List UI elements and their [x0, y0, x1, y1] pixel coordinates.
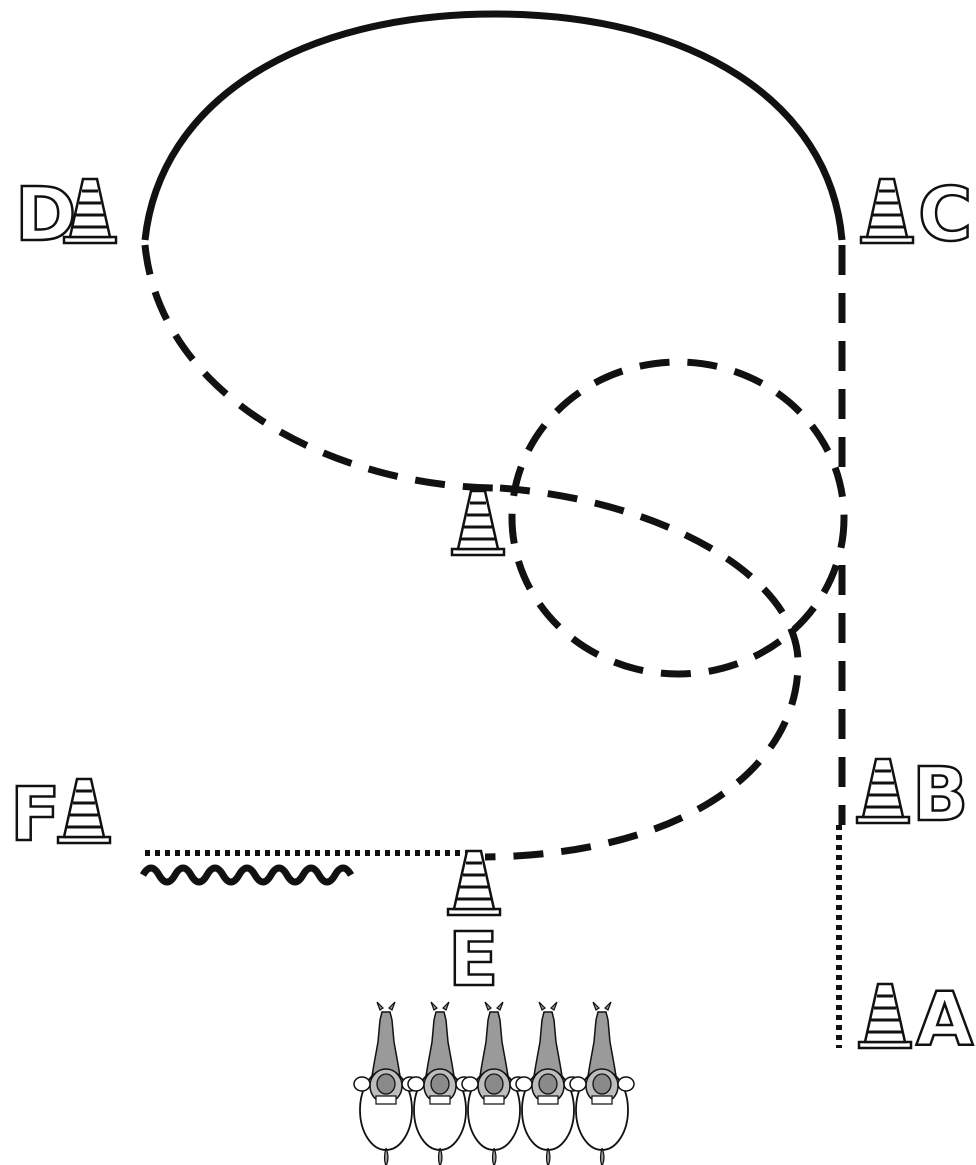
cone-f-icon: [56, 777, 112, 845]
cone-e-icon: [446, 849, 502, 917]
marker-c-label: C: [918, 172, 972, 258]
marker-d-label: D: [15, 172, 76, 258]
gait-solid: [141, 10, 846, 241]
cone-center-icon: [450, 489, 506, 557]
marker-e-label: E: [448, 917, 499, 1003]
marker-a-label: A: [916, 977, 973, 1063]
rider-group: [353, 1001, 635, 1165]
gait-dotted: [145, 825, 842, 1048]
cone-b-icon: [855, 757, 911, 825]
gait-dashed: [141, 244, 848, 861]
gait-wavy: [139, 864, 355, 886]
marker-b-label: B: [912, 752, 968, 838]
marker-f-label: F: [10, 772, 61, 858]
horse-rider-icon: [569, 1001, 635, 1165]
cone-a-icon: [857, 982, 913, 1050]
cone-c-icon: [859, 177, 915, 245]
